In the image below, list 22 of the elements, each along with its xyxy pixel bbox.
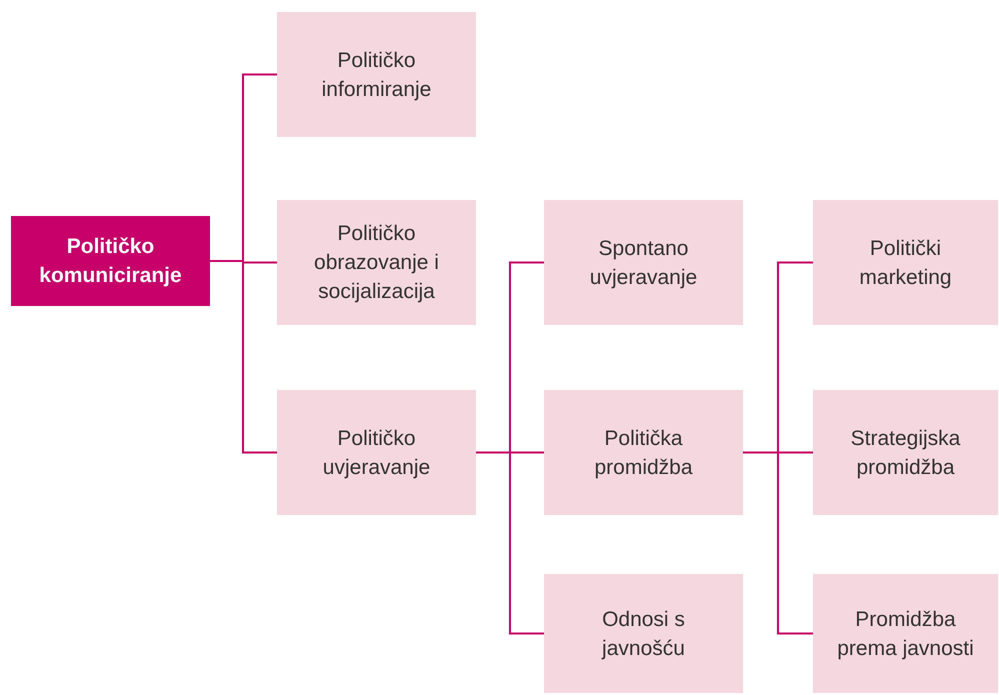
box-label: Političko obrazovanje i socijalizacija bbox=[313, 221, 440, 305]
box-label: Strategijska promidžba bbox=[850, 426, 962, 480]
box-label: Promidžba prema javnosti bbox=[836, 606, 975, 662]
category-box bbox=[277, 12, 476, 137]
connector-line bbox=[476, 452, 544, 634]
box-label: Odnosi s javnošću bbox=[600, 606, 686, 662]
box-label: Političko uvjeravanje bbox=[322, 426, 432, 480]
category-box bbox=[813, 390, 998, 515]
root-box bbox=[11, 216, 210, 306]
box-label: Politička promidžba bbox=[593, 426, 694, 480]
category-box bbox=[544, 390, 743, 515]
category-box bbox=[544, 200, 743, 325]
box-label: Političko informiranje bbox=[320, 48, 432, 102]
box-label: Spontano uvjeravanje bbox=[588, 236, 698, 290]
category-box bbox=[813, 200, 998, 325]
box-label: Politički marketing bbox=[858, 236, 953, 290]
category-box bbox=[277, 390, 476, 515]
category-box bbox=[277, 200, 476, 325]
connector-line bbox=[743, 452, 813, 634]
category-box bbox=[544, 574, 743, 693]
category-box bbox=[813, 574, 998, 693]
box-label: Političko komuniciranje bbox=[38, 234, 183, 289]
